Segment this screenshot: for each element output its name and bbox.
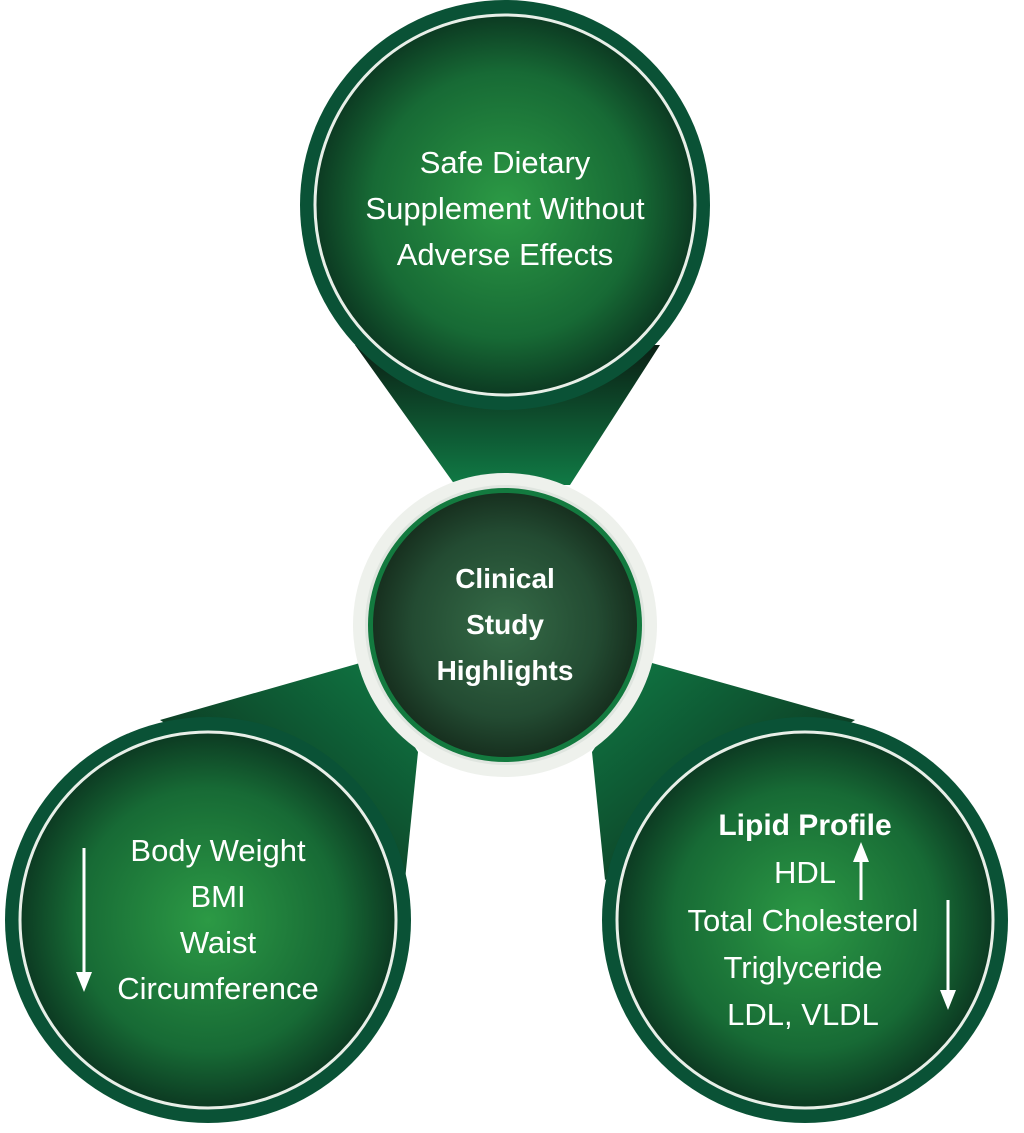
top-circle-text: Safe Dietary Supplement Without Adverse … bbox=[330, 140, 680, 278]
top-circle bbox=[300, 0, 710, 410]
left-line-3: Waist bbox=[179, 925, 257, 960]
top-line-1: Safe Dietary bbox=[419, 145, 591, 180]
arrow-down-icon bbox=[940, 900, 956, 1010]
top-line-2: Supplement Without bbox=[365, 191, 645, 226]
hub-circle bbox=[353, 473, 657, 777]
hub-title: Clinical Study Highlights bbox=[400, 556, 610, 694]
left-circle bbox=[5, 717, 411, 1123]
hub-line-1: Clinical bbox=[455, 563, 555, 594]
left-line-4: Circumference bbox=[117, 971, 319, 1006]
lipid-line-2: Triglyceride bbox=[723, 950, 883, 985]
top-line-3: Adverse Effects bbox=[396, 237, 614, 272]
arrow-up-icon bbox=[853, 842, 869, 900]
right-circle bbox=[602, 717, 1008, 1123]
lipid-line-1: Total Cholesterol bbox=[687, 903, 919, 938]
left-line-2: BMI bbox=[190, 879, 246, 914]
lipid-profile-title: Lipid Profile bbox=[718, 809, 892, 842]
lipid-line-3: LDL, VLDL bbox=[727, 997, 879, 1032]
arrow-down-icon bbox=[76, 848, 92, 992]
hdl-label: HDL bbox=[773, 855, 836, 890]
hub-line-2: Study bbox=[466, 609, 544, 640]
left-line-1: Body Weight bbox=[130, 833, 306, 868]
hub-line-3: Highlights bbox=[436, 655, 574, 686]
left-circle-text: Body Weight BMI Waist Circumference bbox=[98, 828, 338, 1012]
lipid-list: Total Cholesterol Triglyceride LDL, VLDL bbox=[668, 897, 938, 1038]
